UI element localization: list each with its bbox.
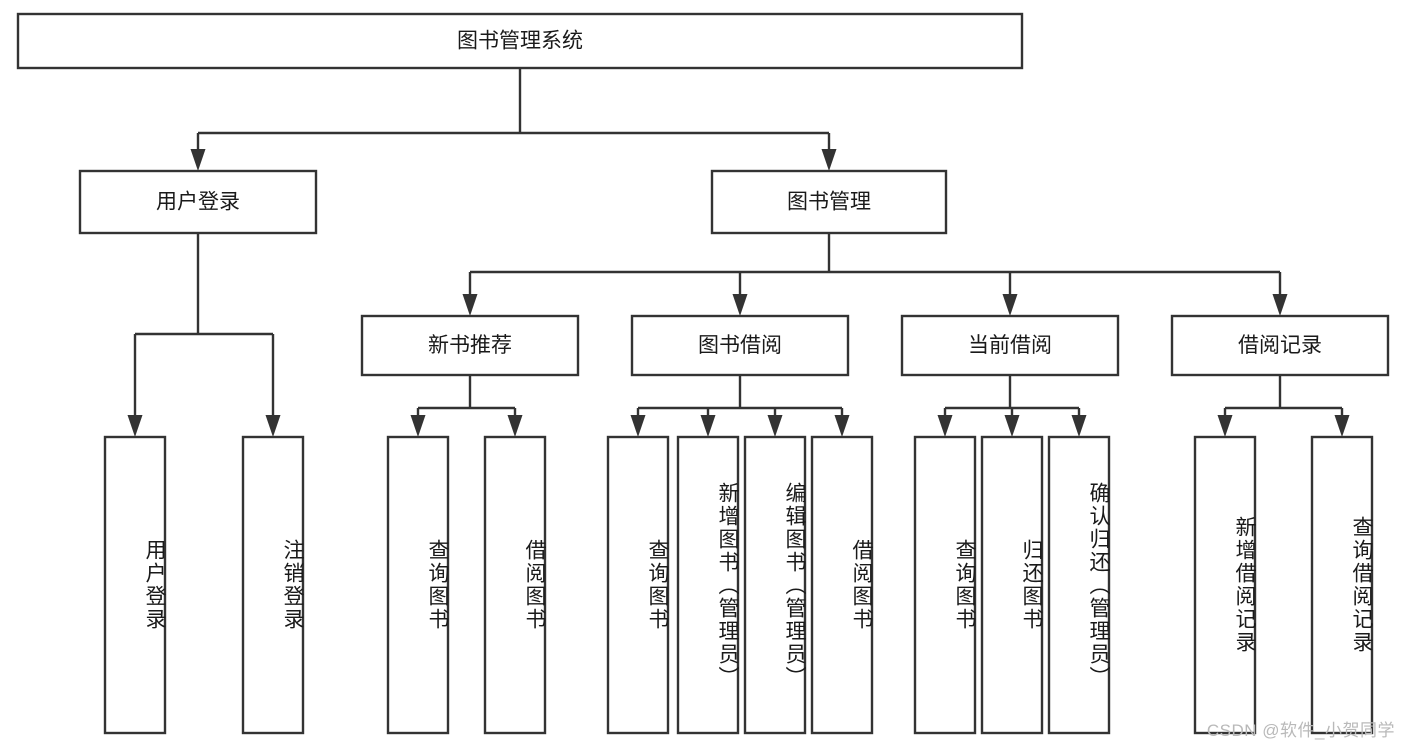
arrowhead-leaf-add-record (1217, 415, 1233, 437)
arrowhead-book-manage (821, 149, 837, 171)
node-box-leaf-query-book-2[interactable] (606, 435, 670, 735)
node-box-borrow-record[interactable] (1170, 314, 1390, 377)
arrowhead-leaf-logout (265, 415, 281, 437)
csdn-watermark: CSDN @软件_小贺同学 (1206, 721, 1395, 740)
arrowhead-new-book-rec (462, 294, 478, 316)
node-box-leaf-query-record[interactable] (1310, 435, 1374, 735)
edges-layer (127, 68, 1350, 437)
node-box-current-borrow[interactable] (900, 314, 1120, 377)
node-box-leaf-borrow-book-1[interactable] (483, 435, 547, 735)
arrowhead-leaf-edit-book (767, 415, 783, 437)
arrowhead-leaf-user-login (127, 415, 143, 437)
arrowhead-leaf-borrow-book-2 (834, 415, 850, 437)
node-box-new-book-rec[interactable] (360, 314, 580, 377)
arrowhead-current-borrow (1002, 294, 1018, 316)
node-box-leaf-query-book-1[interactable] (386, 435, 450, 735)
node-label-book-manage: 图书管理 (787, 191, 871, 214)
arrowhead-book-borrow (732, 294, 748, 316)
arrowhead-borrow-record (1272, 294, 1288, 316)
arrowhead-leaf-query-book-2 (630, 415, 646, 437)
node-box-leaf-return-book[interactable] (980, 435, 1044, 735)
arrowhead-leaf-confirm-return (1071, 415, 1087, 437)
arrowhead-leaf-return-book (1004, 415, 1020, 437)
node-label-current-borrow: 当前借阅 (968, 334, 1052, 357)
node-box-user-login[interactable] (78, 169, 318, 235)
node-label-root: 图书管理系统 (457, 30, 583, 53)
node-box-leaf-add-record[interactable] (1193, 435, 1257, 735)
node-label-borrow-record: 借阅记录 (1238, 334, 1322, 357)
node-box-leaf-edit-book[interactable] (743, 435, 807, 735)
arrowhead-leaf-query-record (1334, 415, 1350, 437)
node-box-root[interactable] (16, 12, 1024, 70)
node-box-leaf-user-login[interactable] (103, 435, 167, 735)
arrowhead-leaf-query-book-1 (410, 415, 426, 437)
node-box-leaf-logout[interactable] (241, 435, 305, 735)
node-box-leaf-borrow-book-2[interactable] (810, 435, 874, 735)
arrowhead-user-login (190, 149, 206, 171)
node-box-leaf-query-book-3[interactable] (913, 435, 977, 735)
arrowhead-leaf-query-book-3 (937, 415, 953, 437)
node-box-book-manage[interactable] (710, 169, 948, 235)
node-box-leaf-add-book[interactable] (676, 435, 740, 735)
arrowhead-leaf-borrow-book-1 (507, 415, 523, 437)
arrowhead-leaf-add-book (700, 415, 716, 437)
node-label-book-borrow: 图书借阅 (698, 334, 782, 357)
node-label-user-login: 用户登录 (156, 191, 240, 214)
node-box-book-borrow[interactable] (630, 314, 850, 377)
node-label-new-book-rec: 新书推荐 (428, 334, 512, 357)
boxes-layer (16, 12, 1390, 735)
node-box-leaf-confirm-return[interactable] (1047, 435, 1111, 735)
